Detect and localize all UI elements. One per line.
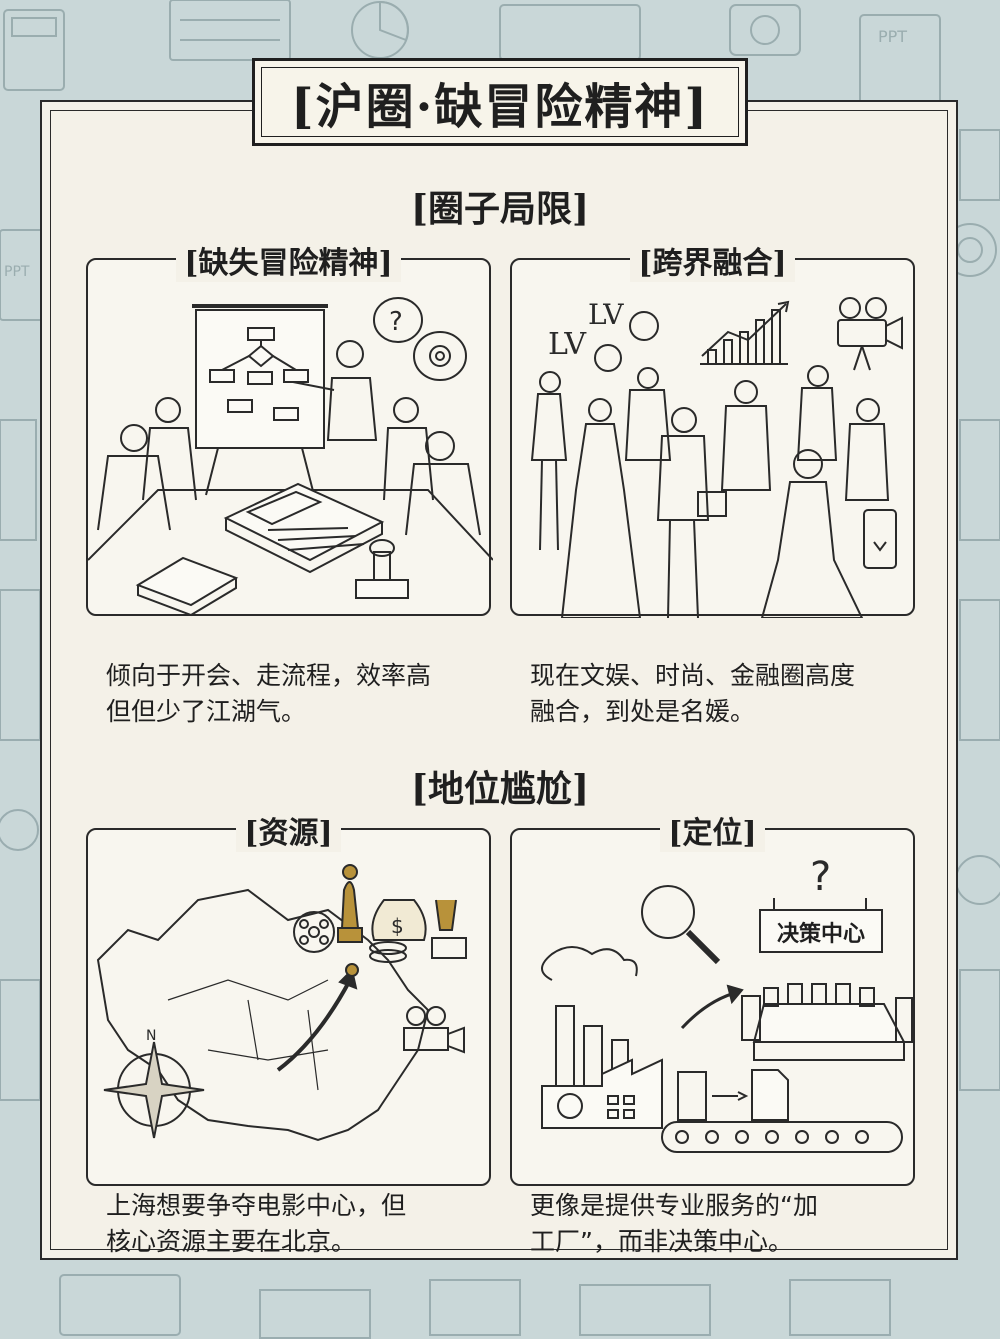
movie-camera-icon xyxy=(403,1006,465,1054)
panel-label-lack-adventure: [缺失冒险精神] xyxy=(176,238,401,282)
section-heading-awkward-status: [地位尴尬] xyxy=(410,768,590,810)
fashion-logo-icon: LV LV xyxy=(548,298,659,372)
svg-text:LV: LV xyxy=(588,298,624,331)
crossover-illustration: LV LV xyxy=(530,297,903,618)
panel-label-positioning: [定位] xyxy=(660,808,765,852)
crowd-people-icon xyxy=(530,365,890,618)
film-camera-icon xyxy=(837,297,903,371)
panel-label-crossover: [跨界融合] xyxy=(630,238,795,282)
decision-center-sign-text: 决策中心 xyxy=(776,922,865,947)
svg-text:?: ? xyxy=(810,854,831,900)
caption-lack-adventure: 倾向于开会、走流程，效率高 但但少了江湖气。 xyxy=(106,661,432,726)
conference-table-icon xyxy=(741,983,913,1061)
svg-text:?: ? xyxy=(389,307,403,337)
compass-rose-icon: N xyxy=(103,1028,205,1139)
money-bag-icon: $ xyxy=(369,899,467,963)
svg-text:PPT: PPT xyxy=(4,264,30,280)
stamp-icon xyxy=(355,539,409,599)
svg-text:PPT: PPT xyxy=(878,27,907,46)
question-mark-icon: ? xyxy=(810,854,831,900)
conveyor-belt-icon xyxy=(661,1069,903,1153)
svg-text:N: N xyxy=(146,1028,156,1044)
panel-resources: [资源] N $ xyxy=(86,808,491,1186)
calculator-doodle-icon xyxy=(3,9,65,91)
magnifier-icon xyxy=(641,885,721,965)
positioning-illustration: ? xyxy=(541,854,913,1153)
caption-positioning: 更像是提供专业服务的“加 工厂”，而非决策中心。 xyxy=(530,1191,818,1256)
caption-resources: 上海想要争夺电影中心，但 核心资源主要在北京。 xyxy=(106,1191,407,1256)
panel-crossover: [跨界融合] LV LV xyxy=(510,238,915,618)
documents-icon xyxy=(135,556,239,617)
question-bubble-icon: ? xyxy=(373,297,423,343)
section-heading-circle-limits: [圈子局限] xyxy=(410,188,590,230)
film-reel-icon xyxy=(293,911,335,953)
title-plaque: [沪圈·缺冒险精神] xyxy=(252,58,748,146)
growth-chart-icon xyxy=(700,300,790,365)
presenter-person-icon xyxy=(292,340,378,441)
svg-text:$: $ xyxy=(391,914,404,938)
arrow-icon xyxy=(276,979,352,1072)
panel-lack-adventure: [缺失冒险精神] ? xyxy=(86,238,493,617)
caption-crossover: 现在文娱、时尚、金融圈高度 融合，到处是名媛。 xyxy=(530,661,856,726)
panel-label-resources: [资源] xyxy=(236,808,341,852)
svg-text:LV: LV xyxy=(548,327,587,362)
resources-illustration: N $ xyxy=(96,864,467,1142)
panel-positioning: [定位] ? xyxy=(510,808,915,1186)
phone-like-icon xyxy=(863,509,897,569)
meeting-people-icon xyxy=(97,397,481,536)
arrow-icon xyxy=(680,990,739,1030)
flowchart-board-icon xyxy=(192,304,328,496)
calculator-icon xyxy=(223,482,385,574)
decision-center-sign xyxy=(759,909,883,953)
trophy-icon xyxy=(337,864,363,943)
meeting-illustration: ? xyxy=(88,297,493,617)
factory-icon xyxy=(541,946,663,1129)
page-title: [沪圈·缺冒险精神] xyxy=(290,79,710,135)
gear-bubble-icon xyxy=(413,331,467,381)
